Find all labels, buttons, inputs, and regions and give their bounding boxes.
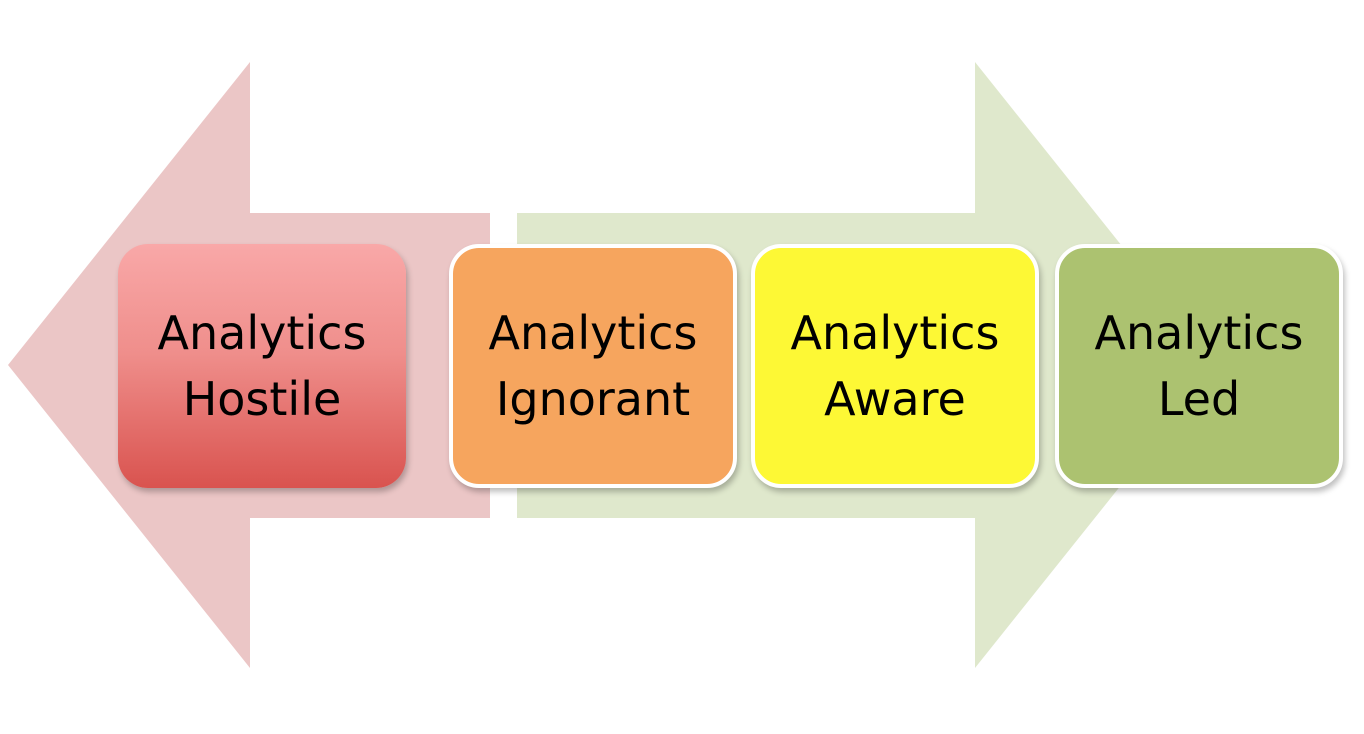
stage-label-line1: Analytics (1094, 306, 1304, 360)
stage-label-line1: Analytics (790, 306, 1000, 360)
stage-label-line2: Led (1157, 372, 1241, 426)
stage-label-line1: Analytics (488, 306, 698, 360)
stage-label-line2: Ignorant (495, 372, 691, 426)
stage-label-line1: Analytics (157, 306, 367, 360)
stage-label-line2: Aware (824, 372, 966, 426)
stage-label-line2: Hostile (182, 372, 342, 426)
